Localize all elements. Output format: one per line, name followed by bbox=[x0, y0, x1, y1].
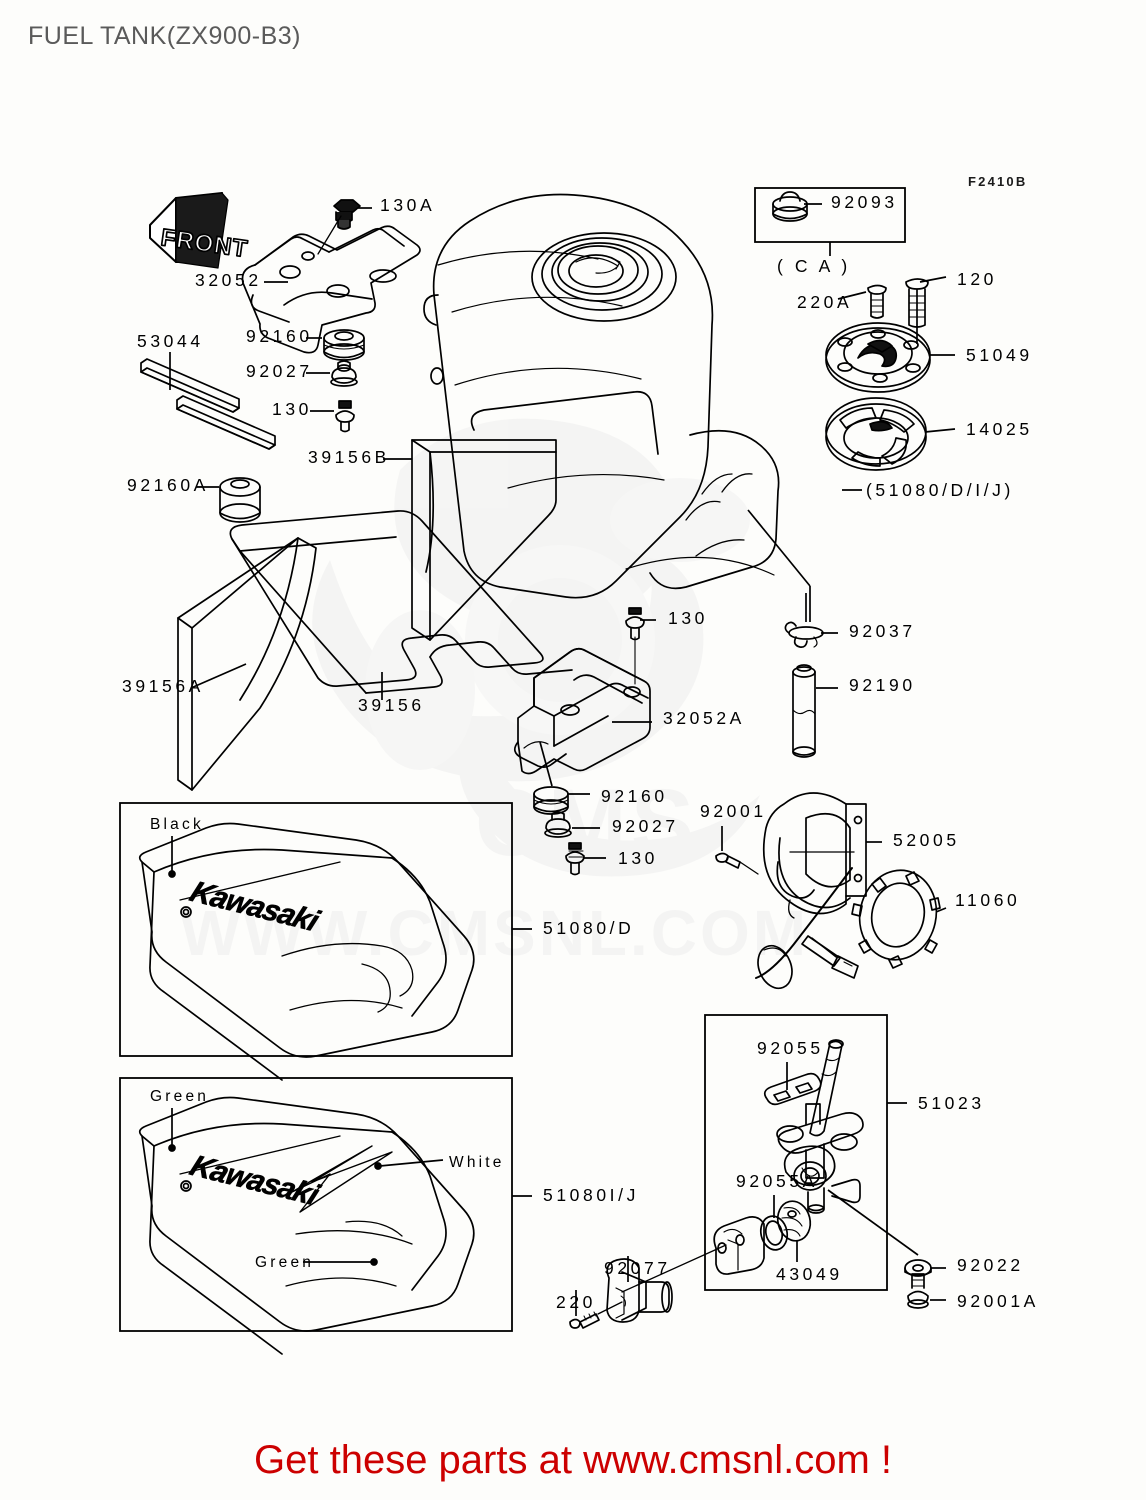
callout-14025: 14025 bbox=[966, 419, 1033, 439]
part-51023-inset-body bbox=[713, 1216, 765, 1275]
callout-92001: 92001 bbox=[700, 801, 767, 821]
part-130-bolt-lower bbox=[565, 842, 585, 876]
part-92160-damper-lower bbox=[533, 786, 569, 815]
callout-92160: 92160 bbox=[246, 326, 313, 346]
part-130-bolt-mid bbox=[625, 607, 645, 641]
part-120-bolt bbox=[905, 278, 929, 328]
callout-39156b: 39156B bbox=[308, 447, 390, 467]
callout-92160-lower: 92160 bbox=[601, 786, 668, 806]
callout-51080d: 51080/D bbox=[543, 918, 635, 938]
part-92022-washer bbox=[904, 1259, 932, 1277]
callout-92037: 92037 bbox=[849, 621, 916, 641]
part-92055-gasket bbox=[763, 1072, 822, 1106]
callout-92055: 92055 bbox=[757, 1038, 824, 1058]
callout-120: 120 bbox=[957, 269, 997, 289]
part-51080-fuel-tank bbox=[423, 193, 780, 599]
callout-32052: 32052 bbox=[195, 270, 262, 290]
callout-92077: 92077 bbox=[604, 1258, 671, 1278]
part-32052a-bracket bbox=[513, 636, 651, 775]
callout-white: White bbox=[449, 1154, 505, 1171]
part-14025-base bbox=[825, 397, 927, 471]
part-130-bolt-upper bbox=[335, 400, 355, 433]
svg-text:Kawasaki: Kawasaki bbox=[185, 1150, 324, 1212]
callout-130-lower: 130 bbox=[618, 848, 658, 868]
footer-promo-text[interactable]: Get these parts at www.cmsnl.com ! bbox=[254, 1438, 892, 1482]
part-92001-screw bbox=[715, 852, 759, 875]
callout-92093: 92093 bbox=[831, 192, 898, 212]
part-51049-retainer bbox=[825, 322, 931, 393]
callout-11060: 11060 bbox=[955, 890, 1021, 910]
svg-text:Kawasaki: Kawasaki bbox=[185, 876, 324, 938]
part-92027-collar-upper bbox=[330, 360, 358, 387]
callout-130-upper: 130 bbox=[272, 399, 312, 419]
callout-ca: ( C A ) bbox=[777, 256, 851, 276]
part-92160-damper-upper bbox=[323, 329, 365, 361]
part-39156-pad bbox=[229, 510, 573, 694]
front-arrow-icon: FRONT bbox=[149, 192, 251, 269]
part-11060-gasket bbox=[851, 869, 941, 969]
callout-52005: 52005 bbox=[893, 830, 960, 850]
tank-illustration-black: Kawasaki bbox=[138, 822, 475, 1081]
part-92190-tube bbox=[792, 664, 816, 758]
callout-39156a: 39156A bbox=[122, 676, 204, 696]
callout-130-mid: 130 bbox=[668, 608, 708, 628]
callout-51023: 51023 bbox=[918, 1093, 985, 1113]
callout-39156: 39156 bbox=[358, 695, 425, 715]
callout-black: Black bbox=[150, 816, 204, 833]
callout-92190: 92190 bbox=[849, 675, 916, 695]
page-title: FUEL TANK(ZX900-B3) bbox=[28, 22, 302, 50]
svg-text:FRONT: FRONT bbox=[159, 224, 250, 263]
callout-green-bottom: Green bbox=[255, 1254, 315, 1271]
callout-53044: 53044 bbox=[137, 331, 204, 351]
callout-32052a: 32052A bbox=[663, 708, 745, 728]
tank-color-green-box bbox=[119, 1077, 513, 1332]
drawing-number: F2410B bbox=[968, 174, 1028, 189]
part-39156a-pad bbox=[177, 537, 317, 791]
tank-illustration-green: Kawasaki bbox=[138, 1096, 475, 1355]
callout-51049: 51049 bbox=[966, 345, 1033, 365]
tank-color-black-box bbox=[119, 802, 513, 1057]
callout-92027: 92027 bbox=[246, 361, 313, 381]
callout-92027-lower: 92027 bbox=[612, 816, 679, 836]
callout-92001a: 92001A bbox=[957, 1291, 1039, 1311]
callout-43049: 43049 bbox=[776, 1264, 843, 1284]
part-92160a-damper bbox=[219, 477, 261, 523]
callout-green-top: Green bbox=[150, 1088, 210, 1105]
part-92055a-oring bbox=[759, 1215, 789, 1251]
callout-220a: 220A bbox=[797, 292, 853, 312]
part-220a-screw bbox=[867, 284, 887, 319]
callout-92022: 92022 bbox=[957, 1255, 1024, 1275]
svg-text:WWW.CMSNL.COM: WWW.CMSNL.COM bbox=[180, 897, 809, 969]
callout-51080ij: 51080I/J bbox=[543, 1185, 639, 1205]
part-43049-filter bbox=[776, 1200, 812, 1242]
callout-92160a: 92160A bbox=[127, 475, 209, 495]
part-92093-cap bbox=[772, 191, 808, 222]
part-130a-bolt bbox=[333, 199, 361, 230]
part-92027-collar-lower bbox=[544, 811, 572, 838]
callout-92055a: 92055A bbox=[736, 1171, 818, 1191]
callout-220: 220 bbox=[556, 1292, 596, 1312]
part-92037-clip bbox=[784, 621, 824, 648]
part-52005-sender bbox=[755, 792, 867, 990]
part-39156b-pad bbox=[411, 439, 557, 641]
part-92077-lever bbox=[606, 1244, 727, 1323]
callout-130a: 130A bbox=[380, 195, 436, 215]
part-92001a-bolt bbox=[907, 1273, 929, 1309]
callout-51080dij: (51080/D/I/J) bbox=[866, 480, 1014, 500]
